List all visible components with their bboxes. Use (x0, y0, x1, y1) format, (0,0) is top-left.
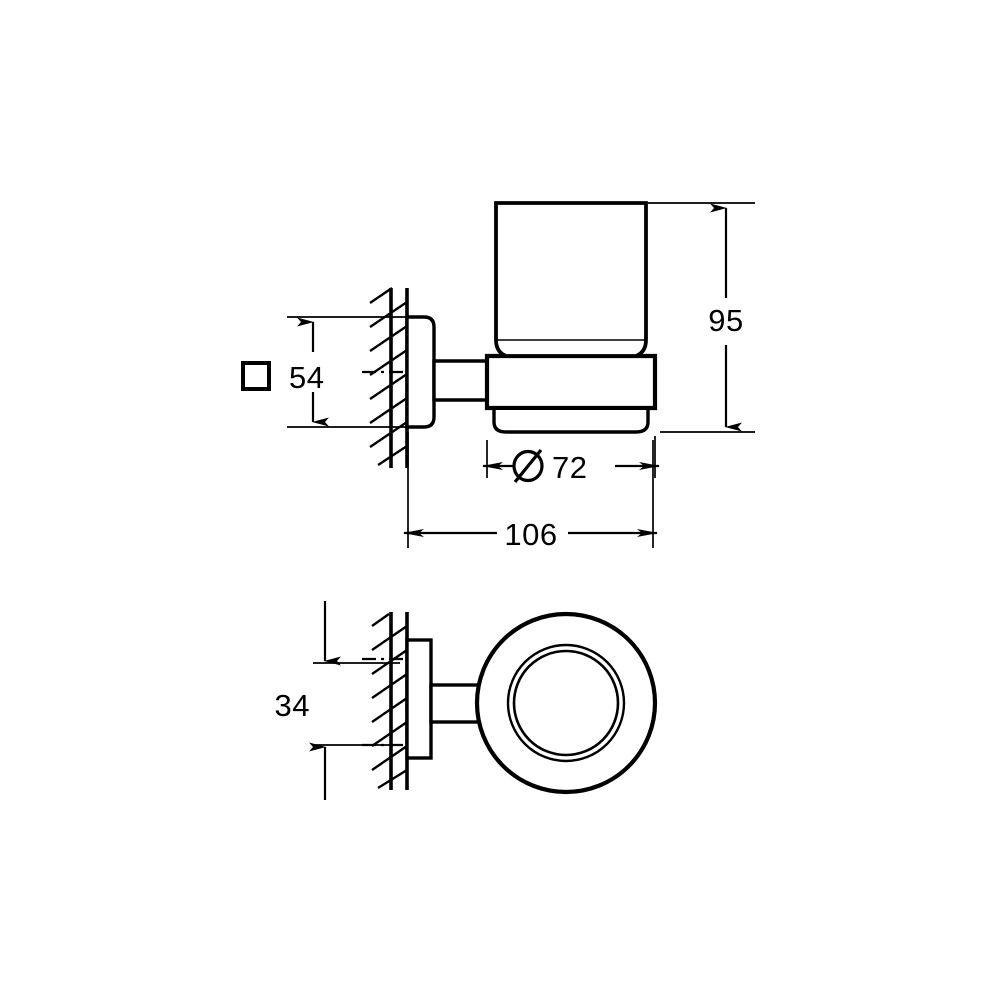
dimension-diameter-72: 72 (482, 436, 660, 485)
tumbler-glass (494, 201, 648, 358)
square-profile-icon (241, 361, 271, 391)
diameter-symbol-icon (512, 448, 544, 484)
dim-label-95: 95 (708, 303, 743, 338)
plan-wall-mounting-plate (405, 638, 433, 760)
dimension-95: 95 (648, 202, 755, 433)
dim-label-34: 34 (275, 688, 310, 723)
dimension-106: 106 (403, 432, 658, 552)
holder-collar-ring (484, 353, 658, 411)
dimension-34: 34 (275, 601, 400, 800)
dim-label-106: 106 (504, 517, 557, 552)
wall-section-hatch (369, 287, 408, 467)
dim-label-72: 72 (552, 450, 587, 485)
wall-mounting-plate (405, 315, 436, 429)
plan-holder-inner-ring (512, 649, 620, 757)
top-plan-view: 34 (275, 601, 658, 800)
holder-bowl-base (492, 410, 650, 434)
support-arm (432, 359, 489, 402)
dimension-54: 54 (241, 316, 407, 428)
dim-label-54: 54 (289, 360, 324, 395)
side-elevation-view: 95 54 72 (241, 201, 755, 552)
